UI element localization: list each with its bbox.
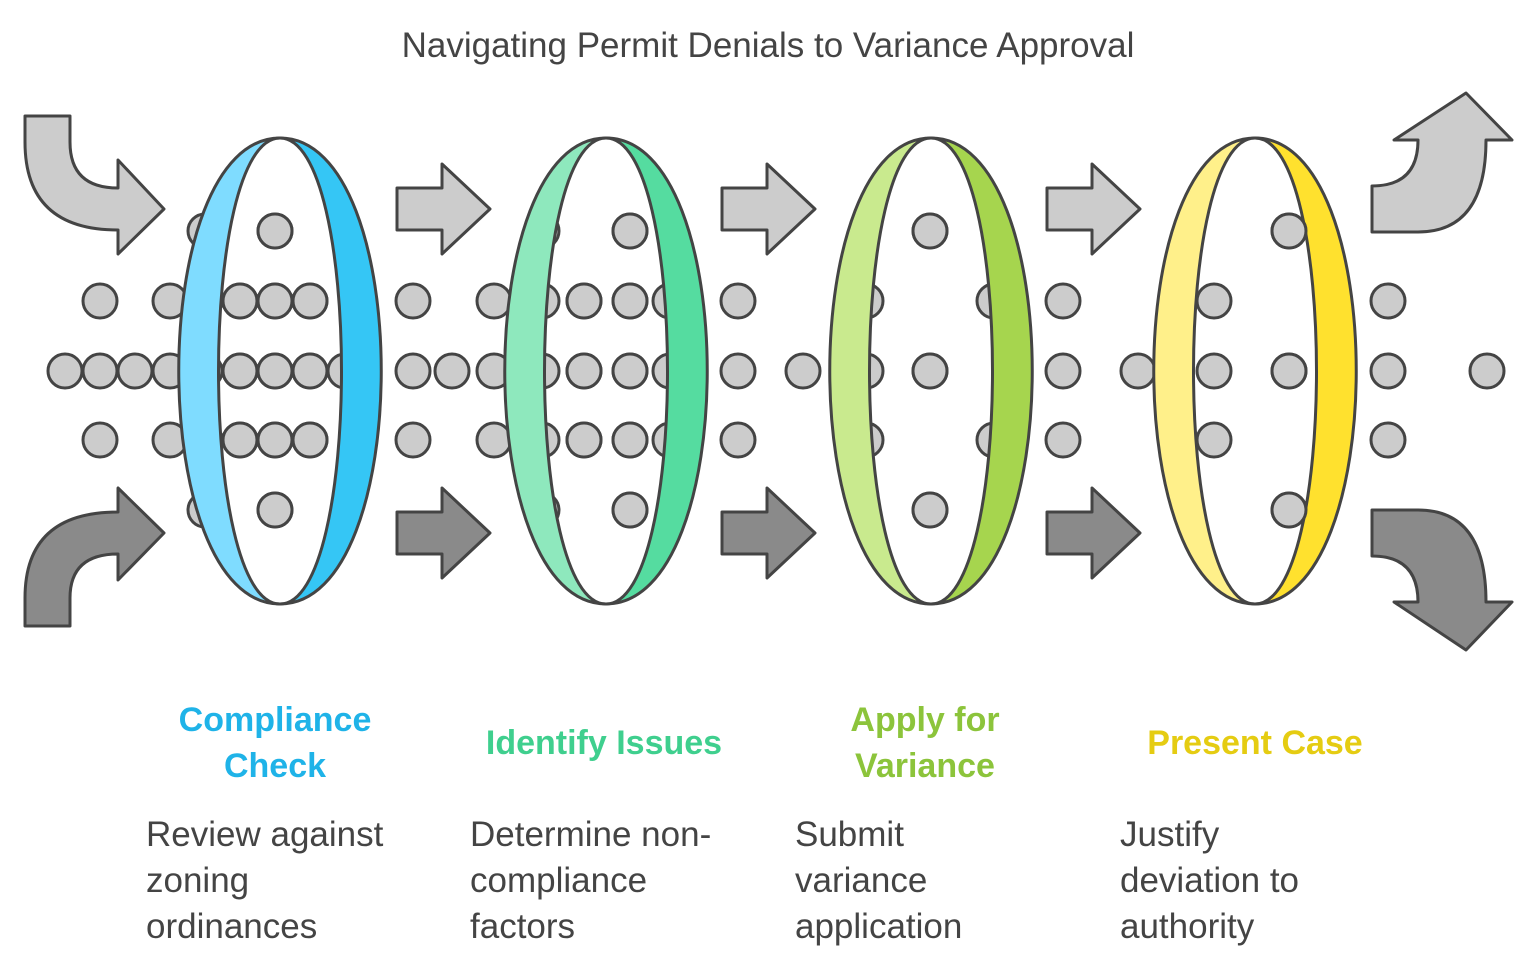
curved-arrow-in-top	[23, 114, 166, 256]
dot-front-1-3	[256, 421, 294, 459]
dot-22-0	[1119, 352, 1157, 390]
dots-front-layer	[221, 212, 1308, 529]
ring-band-highlight-4	[1153, 138, 1255, 604]
dot-9-0	[394, 282, 432, 320]
dot-10-0	[433, 352, 471, 390]
dot-front-6-2	[1270, 491, 1308, 529]
ring-3	[828, 136, 1034, 606]
dot-26-0	[1468, 352, 1506, 390]
dot-front-2-1	[291, 352, 329, 390]
dot-front-4-1	[611, 282, 649, 320]
arrows-layer	[23, 91, 1514, 652]
ring-inner-outline-1	[217, 136, 343, 606]
dot-front-2-0	[291, 282, 329, 320]
dot-25-0	[1369, 282, 1407, 320]
dot-9-1	[394, 352, 432, 390]
curved-arrow-in-bottom	[23, 486, 166, 628]
dot-front-5-1	[911, 352, 949, 390]
dot-front-4-0	[611, 212, 649, 250]
dot-front-0-1	[221, 352, 259, 390]
dot-front-4-4	[611, 491, 649, 529]
ring-band-highlight-1	[178, 138, 280, 604]
ring-inner-outline-2	[543, 136, 669, 606]
dot-front-5-0	[911, 212, 949, 250]
dot-25-1	[1369, 352, 1407, 390]
dot-front-0-2	[221, 421, 259, 459]
ring-2	[503, 136, 709, 606]
dot-21-0	[1044, 282, 1082, 320]
dot-front-6-0	[1270, 212, 1308, 250]
dot-11-2	[475, 421, 513, 459]
step-2-title: Identify Issues	[485, 724, 723, 762]
arrow-upper-3	[1045, 162, 1142, 256]
dot-11-0	[475, 282, 513, 320]
dot-17-0	[784, 352, 822, 390]
curved-arrow-out-top	[1370, 91, 1514, 234]
dot-16-2	[719, 421, 757, 459]
arrow-upper-1	[395, 162, 492, 256]
diagram-title: Navigating Permit Denials to Variance Ap…	[401, 26, 1135, 65]
dot-front-6-1	[1270, 352, 1308, 390]
arrow-lower-1	[395, 486, 492, 580]
dot-9-2	[394, 421, 432, 459]
curved-arrow-out-bottom	[1370, 508, 1514, 652]
arrow-upper-2	[720, 162, 817, 256]
ring-inner-outline-4	[1192, 136, 1318, 606]
dot-front-5-2	[911, 491, 949, 529]
dot-front-0-0	[221, 282, 259, 320]
dot-front-4-3	[611, 421, 649, 459]
dot-1-0	[81, 282, 119, 320]
dot-23-2	[1195, 421, 1233, 459]
dot-front-3-2	[565, 421, 603, 459]
dot-2-0	[116, 352, 154, 390]
ring-band-highlight-2	[504, 138, 606, 604]
dot-1-2	[81, 421, 119, 459]
dot-front-3-1	[565, 352, 603, 390]
arrow-lower-2	[720, 486, 817, 580]
dot-front-1-0	[256, 212, 294, 250]
dot-front-3-0	[565, 282, 603, 320]
dot-front-1-1	[256, 282, 294, 320]
dot-16-0	[719, 282, 757, 320]
dot-16-1	[719, 352, 757, 390]
dot-23-0	[1195, 282, 1233, 320]
dot-25-2	[1369, 421, 1407, 459]
rings-layer	[177, 136, 1358, 606]
ring-band-highlight-3	[829, 138, 931, 604]
arrow-lower-3	[1045, 486, 1142, 580]
dot-21-1	[1044, 352, 1082, 390]
dot-front-1-4	[256, 491, 294, 529]
ring-inner-outline-3	[868, 136, 994, 606]
dot-front-2-2	[291, 421, 329, 459]
dot-1-1	[81, 352, 119, 390]
step-4-title: Present Case	[1147, 724, 1363, 762]
dot-21-2	[1044, 421, 1082, 459]
dot-front-4-2	[611, 352, 649, 390]
ring-1	[177, 136, 383, 606]
ring-4	[1152, 136, 1358, 606]
dot-0-0	[46, 352, 84, 390]
dot-23-1	[1195, 352, 1233, 390]
dot-front-1-2	[256, 352, 294, 390]
